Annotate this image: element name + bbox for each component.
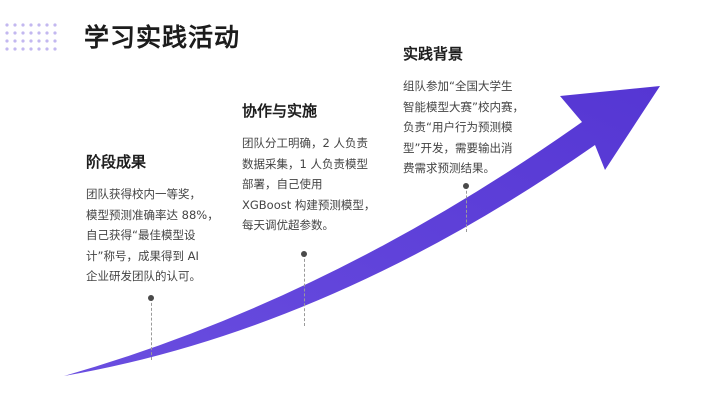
connector-dot-1 — [148, 295, 154, 301]
stage-background-block: 实践背景 组队参加“全国大学生 智能模型大赛”校内赛， 负责“用户行为预测模 型… — [403, 44, 543, 179]
connector-line-3 — [466, 186, 467, 232]
stage-background-text: 组队参加“全国大学生 智能模型大赛”校内赛， 负责“用户行为预测模 型”开发，需… — [403, 79, 524, 175]
stage-results-heading: 阶段成果 — [86, 153, 147, 171]
connector-line-1 — [151, 298, 152, 360]
stage-collaboration-heading: 协作与实施 — [242, 102, 318, 120]
stage-collaboration-block: 协作与实施 团队分工明确，2 人负责 数据采集，1 人负责模型 部署，自己使用 … — [242, 101, 382, 236]
stage-background-heading: 实践背景 — [403, 45, 464, 63]
arrow-shape — [64, 86, 660, 376]
stage-results-block: 阶段成果 团队获得校内一等奖， 模型预测准确率达 88%， 自己获得“最佳模型设… — [86, 152, 236, 287]
dot-grid-decoration — [5, 23, 57, 51]
connector-line-2 — [304, 254, 305, 326]
connector-dot-3 — [463, 183, 469, 189]
page-title: 学习实践活动 — [84, 23, 241, 52]
stage-results-text: 团队获得校内一等奖， 模型预测准确率达 88%， 自己获得“最佳模型设 计”称号… — [86, 187, 219, 283]
connector-dot-2 — [301, 251, 307, 257]
stage-collaboration-text: 团队分工明确，2 人负责 数据采集，1 人负责模型 部署，自己使用 XGBoos… — [242, 136, 376, 232]
